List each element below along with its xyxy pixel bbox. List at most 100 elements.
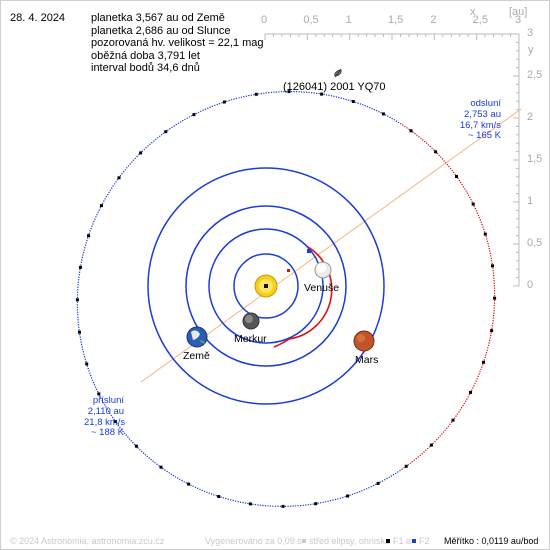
orbit-dot	[132, 441, 134, 444]
orbit-dot	[493, 290, 496, 292]
orbit-interval-point	[381, 112, 385, 116]
orbit-dot	[77, 314, 79, 316]
orbit-dot	[82, 254, 84, 256]
orbit-dot	[487, 347, 489, 349]
orbit-dot	[492, 315, 495, 317]
orbit-dot	[163, 132, 165, 134]
x-tick-label: 0	[261, 14, 268, 26]
orbit-dot	[486, 238, 488, 240]
orbit-dot	[493, 280, 495, 282]
orbit-dot	[277, 505, 279, 507]
y-tick-label: 1	[527, 195, 534, 207]
orbit-dot	[91, 379, 94, 381]
orbit-dot	[467, 396, 469, 398]
orbit-dot	[477, 375, 479, 378]
orbit-dot	[354, 492, 356, 495]
orbit-dot	[78, 276, 80, 278]
orbit-dot	[372, 484, 375, 487]
orbit-dot	[310, 503, 312, 506]
orbit-dot	[344, 496, 346, 498]
orbit-dot	[448, 165, 450, 168]
orbit-dot	[83, 356, 86, 358]
asteroid-name: (126041) 2001 YQ70	[283, 81, 386, 93]
orbit-dot	[418, 136, 420, 138]
orbit-dot	[183, 481, 185, 483]
orbit-interval-point	[100, 204, 103, 208]
orbit-dot	[308, 91, 310, 94]
orbit-dot	[365, 488, 368, 490]
orbit-interval-point	[409, 129, 413, 133]
orbit-dot	[491, 262, 493, 264]
orbit-dot	[77, 284, 79, 286]
orbit-dot	[86, 365, 89, 367]
orbit-dot	[445, 162, 447, 164]
orbit-interval-point	[320, 92, 324, 96]
orbit-dot	[107, 410, 110, 412]
orbit-dot	[483, 359, 485, 361]
orbit-dot	[389, 116, 391, 119]
orbit-dot	[362, 104, 364, 106]
orbit-interval-point	[217, 495, 221, 498]
orbit-dot	[491, 325, 494, 327]
orbit-dot	[492, 322, 494, 324]
x-tick-label: 1	[345, 14, 352, 26]
x-axis-label: x	[470, 6, 476, 18]
orbit-dot	[361, 490, 363, 492]
orbit-dot	[141, 450, 143, 453]
orbit-dot	[154, 462, 156, 464]
orbit-dot	[349, 494, 351, 496]
orbit-dot	[489, 250, 491, 252]
orbit-dot	[493, 310, 495, 312]
orbit-dot	[357, 102, 359, 104]
orbit-interval-point	[376, 481, 380, 485]
orbit-dot	[263, 92, 265, 94]
ellipse-center-legend: střed elipsy, ohniska	[309, 536, 390, 546]
orbit-dot	[395, 120, 398, 122]
orbit-dot	[490, 332, 492, 334]
orbit-dot	[437, 437, 440, 439]
orbit-dot	[82, 351, 85, 353]
orbit-dot	[313, 92, 315, 94]
orbit-dot	[77, 324, 80, 326]
orbit-dot	[413, 459, 415, 461]
orbit-dot	[473, 385, 475, 387]
orbit-dot	[458, 179, 461, 182]
orbit-dot	[127, 436, 129, 438]
orbit-dot	[243, 96, 245, 98]
perihelion-label: přísluní 2,110 au 21,8 km/s ~ 188 K	[84, 395, 125, 439]
orbit-dot	[215, 495, 217, 497]
orbit-dot	[485, 354, 487, 356]
orbit-dot	[94, 386, 97, 388]
orbit-dot	[274, 505, 277, 507]
orbit-dot	[434, 440, 436, 443]
orbit-dot	[76, 306, 79, 308]
orbit-dot	[338, 96, 340, 99]
orbit-dot	[449, 423, 451, 425]
orbit-dot	[375, 483, 377, 486]
orbit-dot	[395, 472, 397, 475]
orbit-dot	[80, 261, 83, 264]
orbit-dot	[299, 504, 302, 507]
orbit-dot	[305, 504, 307, 506]
orbit-dot	[297, 505, 299, 507]
orbit-dot	[245, 95, 248, 97]
orbit-dot	[177, 477, 179, 479]
orbit-dot	[153, 140, 155, 142]
orbit-dot	[475, 210, 478, 212]
mercury-label: Merkur	[234, 333, 267, 345]
orbit-interval-point	[483, 232, 487, 236]
orbit-interval-point	[404, 464, 408, 468]
orbit-dot	[76, 291, 79, 293]
orbit-dot	[227, 498, 229, 500]
orbit-dot	[407, 464, 409, 466]
orbit-dot	[144, 454, 147, 456]
orbit-dot	[493, 287, 496, 289]
orbit-dot	[401, 468, 403, 470]
orbit-dot	[324, 501, 327, 503]
orbit-dot	[98, 209, 100, 211]
orbit-dot	[105, 196, 108, 198]
orbit-dot	[102, 202, 104, 204]
orbit-dot	[80, 341, 82, 343]
earth-marker	[307, 249, 311, 253]
orbit-dot	[451, 169, 453, 172]
